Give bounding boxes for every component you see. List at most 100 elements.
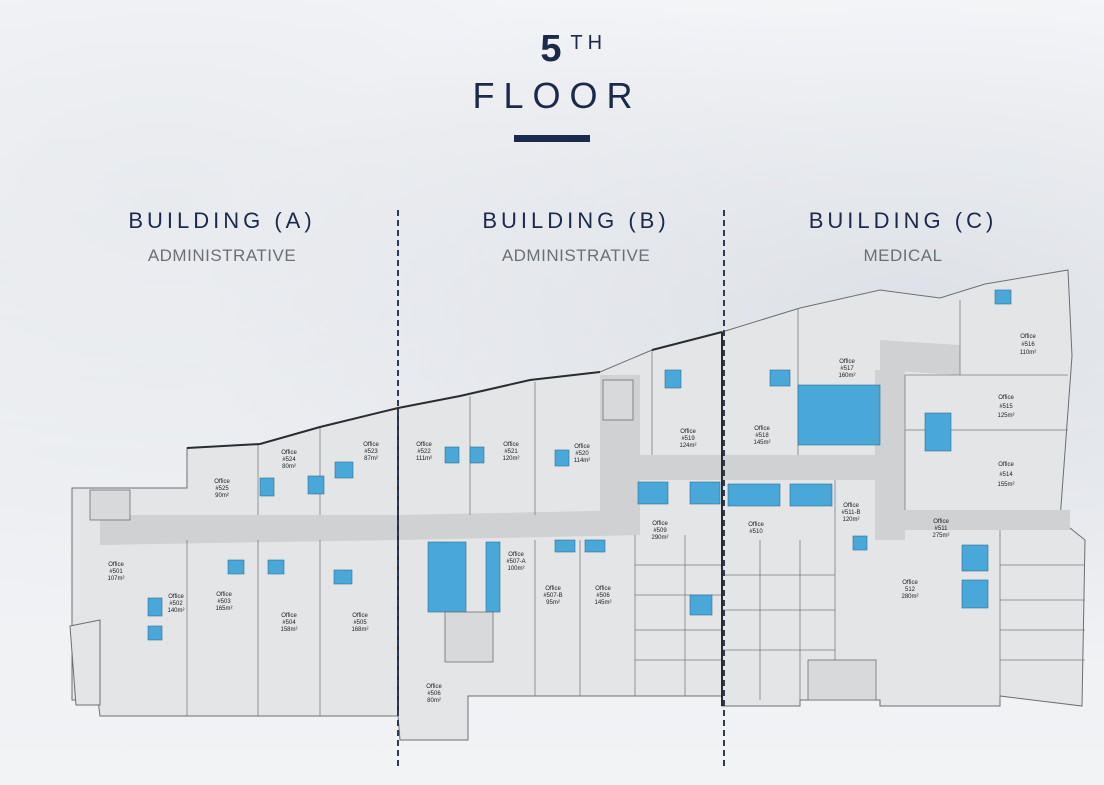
room-label-521-num: #521 <box>504 449 518 455</box>
building-a-name: BUILDING (A) <box>128 208 316 233</box>
service-core-b7 <box>584 539 606 553</box>
room-label-505: Office <box>352 613 368 619</box>
room-label-502-num: #502 <box>169 601 183 607</box>
service-core-a6 <box>227 559 245 575</box>
room-label-505-area: 168m² <box>351 627 368 633</box>
room-label-514-num: #514 <box>999 472 1013 478</box>
room-label-523-area: 87m² <box>364 456 378 462</box>
room-label-525-area: 90m² <box>215 493 229 499</box>
room-label-522-num: #522 <box>417 449 431 455</box>
room-label-520-num: #520 <box>575 451 589 457</box>
corridor-a <box>100 515 398 545</box>
service-core-a1 <box>259 477 275 497</box>
room-label-515: Office <box>998 395 1014 401</box>
room-label-502-area: 140m² <box>167 608 184 614</box>
service-core-b5 <box>485 541 501 613</box>
corridor-b <box>398 510 640 540</box>
corridor-c-lower <box>905 510 1070 530</box>
room-label-512-num: 512 <box>905 587 916 593</box>
service-core-b9 <box>637 481 669 505</box>
stair-b2 <box>602 379 634 421</box>
room-label-525: Office <box>214 479 230 485</box>
building-a-wing <box>69 619 101 706</box>
room-label-511b-num: #511-B <box>842 510 861 516</box>
room-label-520-area: 114m² <box>574 458 591 464</box>
room-label-506b: Office <box>595 586 611 592</box>
room-label-515-area: 125m² <box>997 413 1014 419</box>
building-b-use: ADMINISTRATIVE <box>501 246 651 265</box>
service-core-c5 <box>789 483 833 507</box>
service-core-a4 <box>147 597 163 617</box>
room-label-507b: Office <box>545 586 561 592</box>
room-label-511b-area: 120m² <box>842 517 859 523</box>
room-label-501-area: 107m² <box>107 576 124 582</box>
room-label-518: Office <box>754 426 770 432</box>
room-label-507a-area: 100m² <box>507 566 524 572</box>
room-label-511-area: 275m² <box>932 533 949 539</box>
room-label-519: Office <box>680 429 696 435</box>
room-label-503-num: #503 <box>217 599 231 605</box>
room-label-516-num: #516 <box>1021 342 1035 348</box>
building-c-use: MEDICAL <box>863 246 943 265</box>
room-label-504-area: 158m² <box>280 627 297 633</box>
service-core-a7 <box>267 559 285 575</box>
room-label-518-area: 145m² <box>753 440 770 446</box>
service-core-c4 <box>727 483 781 507</box>
service-core-b3 <box>554 449 570 467</box>
room-label-504: Office <box>281 613 297 619</box>
room-label-503: Office <box>216 592 232 598</box>
room-label-511b: Office <box>843 503 859 509</box>
service-core-c3 <box>924 412 952 452</box>
room-label-523: Office <box>363 442 379 448</box>
building-b-name: BUILDING (B) <box>482 208 670 233</box>
service-core-c6 <box>852 535 868 551</box>
stair-b <box>444 611 494 663</box>
service-core-b1 <box>444 446 460 464</box>
service-core-c8 <box>961 579 989 609</box>
room-label-519-area: 124m² <box>679 443 696 449</box>
room-label-507b-num: #507-B <box>543 593 562 599</box>
room-label-522-area: 111m² <box>416 456 432 462</box>
room-label-507a: Office <box>508 552 524 558</box>
room-label-524-num: #524 <box>282 457 296 463</box>
building-c-name: BUILDING (C) <box>808 208 998 233</box>
service-core-a8 <box>333 569 353 585</box>
stair-c <box>807 659 877 701</box>
room-label-524: Office <box>281 450 297 456</box>
room-label-518-num: #518 <box>755 433 769 439</box>
room-label-514-area: 155m² <box>997 482 1014 488</box>
room-label-514: Office <box>998 462 1014 468</box>
building-a-use: ADMINISTRATIVE <box>147 246 297 265</box>
room-label-509-num: #509 <box>653 528 667 534</box>
room-label-515-num: #515 <box>999 404 1013 410</box>
room-label-517: Office <box>839 359 855 365</box>
service-core-b10 <box>689 481 721 505</box>
room-label-521: Office <box>503 442 519 448</box>
room-label-506-area: 80m² <box>427 698 441 704</box>
floor-suffix: TH <box>570 32 608 54</box>
room-label-525-num: #525 <box>215 486 229 492</box>
building-a-heading: BUILDING (A) ADMINISTRATIVE <box>62 208 382 266</box>
room-label-507b-area: 95m² <box>546 600 560 606</box>
service-core-b6 <box>554 539 576 553</box>
service-core-a5 <box>147 625 163 641</box>
room-label-522: Office <box>416 442 432 448</box>
room-label-512: Office <box>902 580 918 586</box>
room-label-524-area: 80m² <box>282 464 296 470</box>
corridor-c-vertical <box>875 370 905 540</box>
room-label-501: Office <box>108 562 124 568</box>
service-core-a2 <box>307 475 325 495</box>
room-label-507a-num: #507-A <box>506 559 525 565</box>
room-label-519-num: #519 <box>681 436 695 442</box>
building-divider-ab <box>397 210 399 766</box>
room-label-523-num: #523 <box>364 449 378 455</box>
room-label-516-area: 110m² <box>1020 350 1037 356</box>
room-label-504-num: #504 <box>282 620 296 626</box>
building-c-heading: BUILDING (C) MEDICAL <box>743 208 1063 266</box>
room-labels: Office #501 107m² Office #502 140m² Offi… <box>107 334 1036 704</box>
room-label-506b-area: 145m² <box>594 600 611 606</box>
stair-a <box>89 489 131 521</box>
